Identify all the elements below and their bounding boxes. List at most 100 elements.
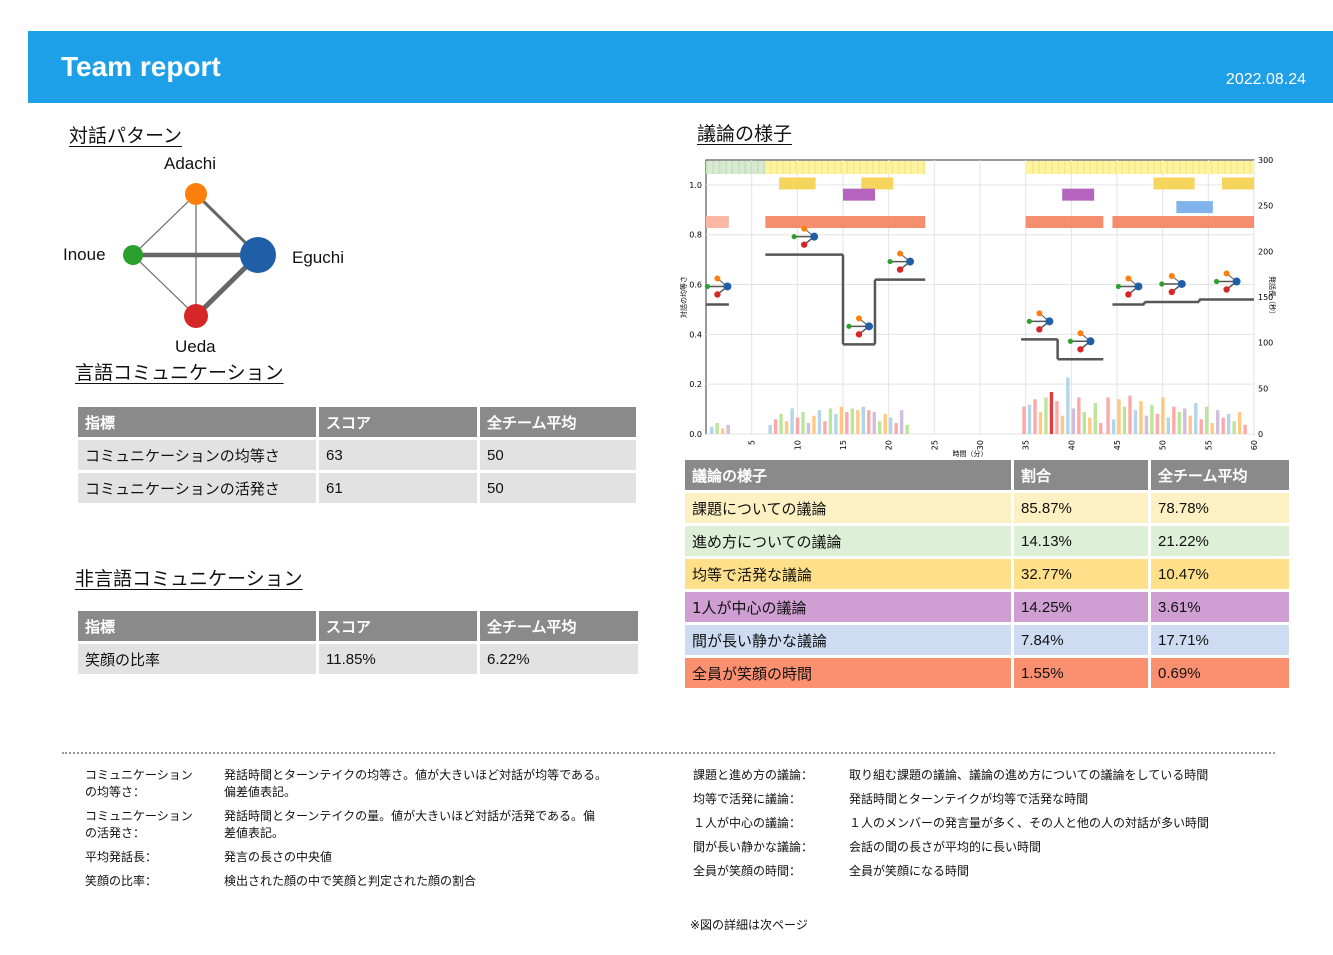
topic-tick bbox=[1134, 161, 1136, 174]
topic-tick bbox=[712, 161, 714, 174]
y-tick-label: 0.4 bbox=[689, 330, 702, 339]
share-cell: 32.77% bbox=[1014, 559, 1148, 589]
speech-bar bbox=[872, 412, 876, 434]
topic-tick bbox=[1217, 161, 1219, 174]
mini-node-adachi bbox=[1077, 330, 1084, 337]
glossary-term: 平均発話長： bbox=[85, 850, 158, 864]
glossary-item: 課題と進め方の議論：取り組む課題の議論、議論の進め方についての議論をしている時間 bbox=[693, 767, 1293, 784]
speech-bar bbox=[1060, 415, 1065, 434]
x-tick-label: 60 bbox=[1250, 440, 1259, 450]
speech-bar bbox=[1122, 406, 1127, 434]
speech-bar bbox=[1022, 406, 1026, 434]
topic-tick bbox=[1166, 161, 1168, 174]
node-adachi bbox=[185, 183, 207, 205]
speech-bar bbox=[1210, 423, 1214, 434]
speech-bar bbox=[1117, 399, 1121, 434]
x-tick-label: 55 bbox=[1204, 440, 1213, 450]
nonverbal-title: 非言語コミュニケーション bbox=[75, 568, 303, 590]
glossary-definition: １人のメンバーの発言量が多く、その人と他の人の対話が多い時間 bbox=[849, 816, 1210, 830]
topic-tick bbox=[718, 161, 721, 174]
speech-bar bbox=[784, 421, 789, 434]
speech-bar bbox=[1106, 397, 1110, 434]
speech-bar bbox=[773, 419, 778, 434]
topic-tick bbox=[1153, 161, 1156, 174]
mini-node-adachi bbox=[714, 275, 721, 282]
topic-tick bbox=[769, 161, 772, 174]
x-tick-label: 30 bbox=[976, 440, 985, 450]
table-row: コミュニケーションの活発さ 61 50 bbox=[78, 473, 636, 503]
mini-node-ueda bbox=[855, 331, 863, 338]
topic-tick bbox=[840, 161, 842, 174]
speech-bar bbox=[823, 421, 827, 434]
speech-bar bbox=[1111, 419, 1116, 434]
mini-node-eguchi bbox=[906, 257, 915, 266]
speech-bar bbox=[1226, 413, 1231, 434]
dialogue-pattern-graph bbox=[123, 183, 276, 328]
discussion-label-cell: 全員が笑顔の時間 bbox=[685, 658, 1011, 688]
speech-bar bbox=[1133, 410, 1138, 434]
speech-bar bbox=[806, 423, 811, 434]
mini-node-adachi bbox=[1168, 272, 1175, 279]
col-average: 全チーム平均 bbox=[480, 611, 638, 641]
topic-tick bbox=[725, 161, 727, 174]
topic-tick bbox=[808, 161, 810, 174]
glossary-left: コミュニケーション の均等さ：発話時間とターンテイクの均等さ。値が大きいほど対話… bbox=[85, 767, 665, 897]
mini-node-eguchi bbox=[723, 282, 732, 291]
topic-tick bbox=[878, 161, 881, 174]
x-tick-label: 50 bbox=[1159, 440, 1168, 450]
average-cell: 21.22% bbox=[1151, 526, 1289, 556]
speech-bar bbox=[1183, 408, 1187, 434]
topic-tick bbox=[731, 161, 734, 174]
speech-bar bbox=[720, 428, 725, 434]
mini-node-eguchi bbox=[1232, 277, 1241, 286]
report-header: Team report 2022.08.24 bbox=[28, 31, 1333, 103]
glossary-item: コミュニケーション の活発さ：発話時間とターンテイクの量。値が大きいほど対話が活… bbox=[85, 808, 665, 842]
speech-bar bbox=[1243, 424, 1247, 434]
speech-bar bbox=[709, 426, 714, 434]
mini-node-inoue bbox=[791, 234, 797, 240]
mini-node-adachi bbox=[1036, 310, 1043, 317]
discussion-label-cell: 1人が中心の議論 bbox=[685, 592, 1011, 622]
topic-tick bbox=[1032, 161, 1034, 174]
topic-tick bbox=[1076, 161, 1079, 174]
topic-tick bbox=[859, 161, 861, 174]
y-tick-label: 1.0 bbox=[689, 181, 702, 190]
glossary-term: 間が長い静かな議論： bbox=[693, 840, 814, 854]
report-date: 2022.08.24 bbox=[1225, 71, 1306, 88]
topic-tick bbox=[763, 161, 766, 174]
glossary-item: 笑顔の比率：検出された顔の中で笑顔と判定された顔の割合 bbox=[85, 873, 665, 890]
average-cell: 50 bbox=[480, 473, 636, 503]
y2-tick-label: 50 bbox=[1258, 384, 1268, 393]
topic-tick bbox=[1211, 161, 1213, 174]
mini-node-inoue bbox=[1115, 283, 1122, 290]
speech-bar bbox=[1139, 401, 1143, 434]
mini-node-adachi bbox=[801, 225, 808, 232]
glossary-term: 笑顔の比率： bbox=[85, 874, 158, 888]
mini-node-inoue bbox=[704, 283, 711, 290]
score-cell: 11.85% bbox=[319, 644, 477, 674]
glossary-definition: 発言の長さの中央値 bbox=[224, 850, 333, 864]
col-average: 全チーム平均 bbox=[1151, 460, 1289, 490]
speech-bar bbox=[1038, 412, 1043, 434]
average-cell: 50 bbox=[480, 440, 636, 470]
discussion-label-cell: 間が長い静かな議論 bbox=[685, 625, 1011, 655]
topic-tick bbox=[1127, 161, 1130, 174]
topic-tick bbox=[865, 161, 868, 174]
glossary-term: コミュニケーション の均等さ： bbox=[85, 768, 193, 799]
speech-bar bbox=[1177, 412, 1182, 434]
glossary-item: 平均発話長： 発言の長さの中央値 bbox=[85, 849, 665, 866]
topic-tick bbox=[1185, 161, 1187, 174]
topic-tick bbox=[1089, 161, 1092, 174]
mini-node-adachi bbox=[897, 250, 904, 257]
active-band bbox=[1153, 177, 1195, 190]
mini-node-ueda bbox=[1223, 286, 1230, 293]
topic-tick bbox=[1147, 161, 1149, 174]
mini-node-ueda bbox=[800, 241, 808, 248]
topic-tick bbox=[891, 161, 893, 174]
mini-node-adachi bbox=[1125, 275, 1132, 282]
speech-bar bbox=[1071, 408, 1076, 434]
y2-tick-label: 300 bbox=[1258, 156, 1273, 165]
